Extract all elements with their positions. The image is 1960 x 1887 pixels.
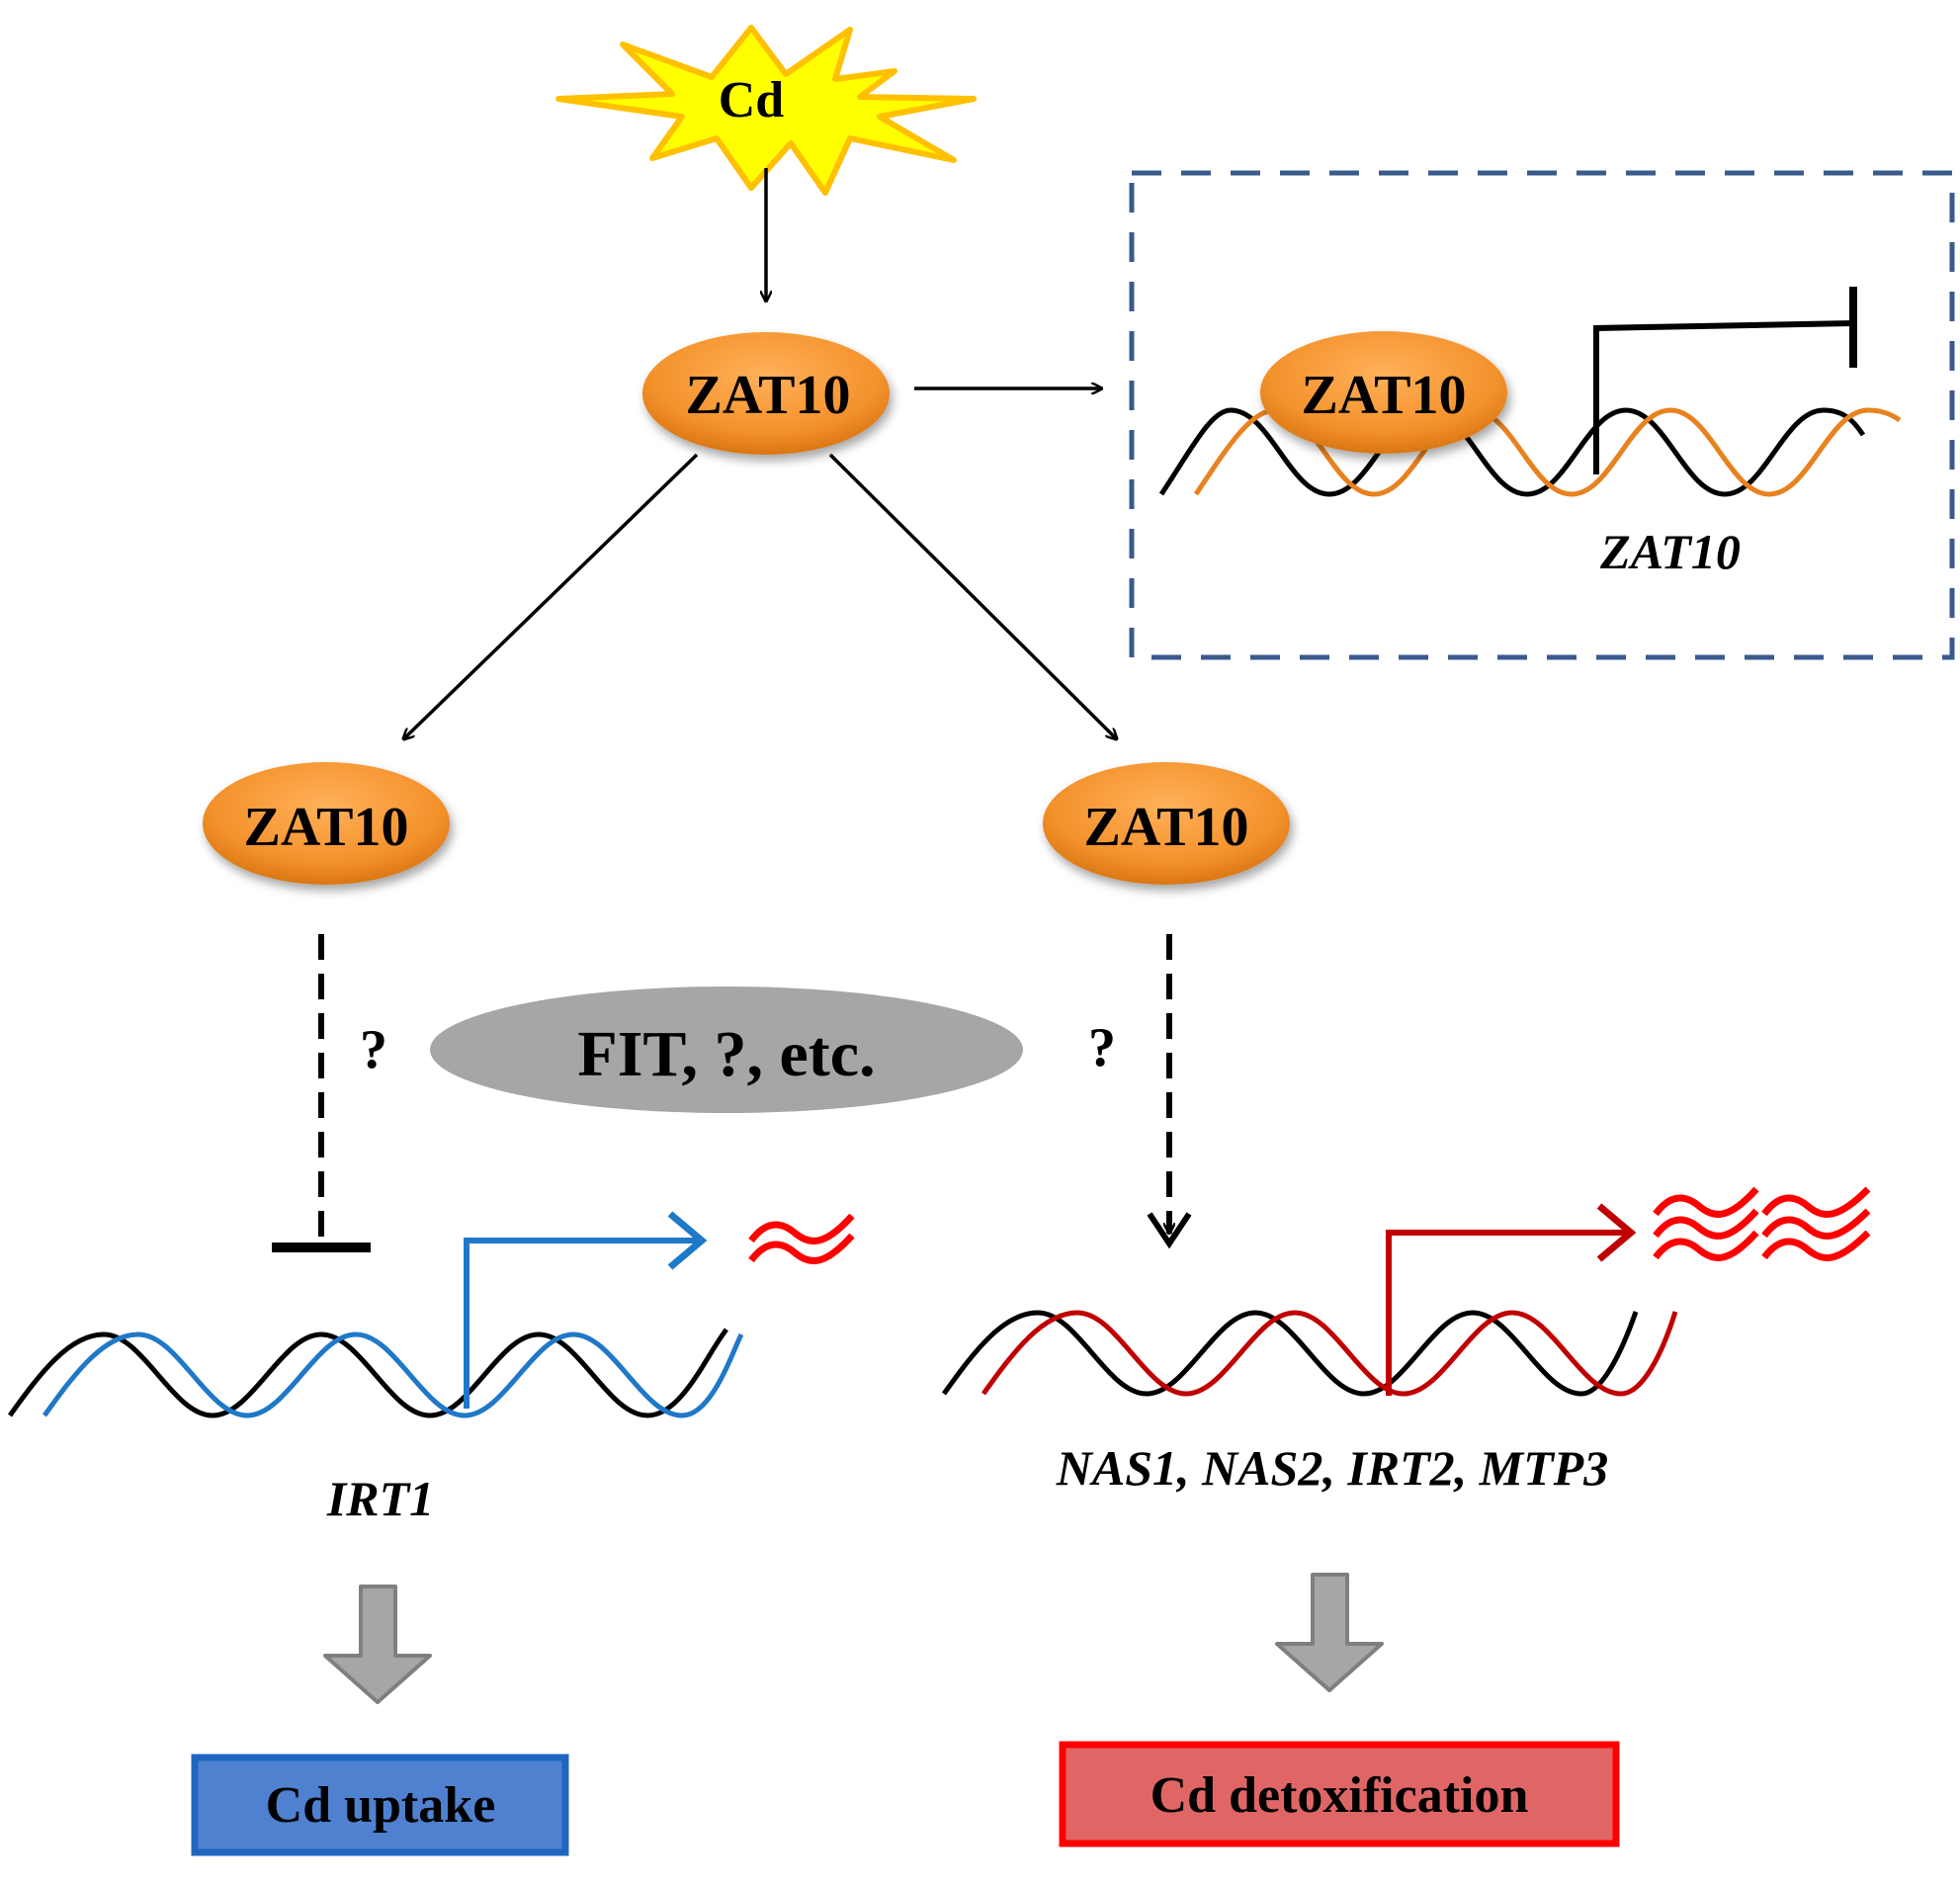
dna-strand-red-right [980,1310,1678,1397]
promoter-arrowhead-red [1596,1203,1637,1262]
zat10-right-label: ZAT10 [1084,797,1249,858]
zat10-gene-label: ZAT10 [1599,524,1741,579]
zat10-protein-right [1043,762,1290,885]
dashed-frame [1129,170,1955,660]
promoter-arrow-blue [464,1238,697,1409]
promoter-arrow-red [1386,1230,1626,1396]
cd-uptake-box: Cd uptake [191,1754,569,1856]
arrow-to-zat10-left [403,453,699,739]
cd-detox-box: Cd detoxification [1059,1741,1620,1847]
irt1-label: IRT1 [326,1471,434,1526]
zat10-protein-box [1260,331,1507,454]
cd-detox-label: Cd detoxification [1150,1767,1529,1824]
dna-strand-black-box [1158,407,1866,497]
zat10-protein-left [203,762,450,885]
cd-starburst: Cd [555,25,977,196]
fit-cofactor-ellipse [430,986,1023,1113]
question-left: ? [360,1019,387,1080]
activation-arrowhead-right [1147,1212,1192,1249]
zat10-box-label: ZAT10 [1302,365,1467,426]
detox-genes-dna: NAS1, NAS2, IRT2, MTP3 [941,1186,1871,1496]
cd-label: Cd [719,72,785,129]
cd-uptake-label: Cd uptake [266,1777,496,1834]
detox-genes-label: NAS1, NAS2, IRT2, MTP3 [1056,1440,1608,1496]
big-arrow-left [323,1585,432,1704]
autoregulation-box: ZAT10 ZAT10 [1129,170,1955,660]
question-right: ? [1088,1017,1116,1078]
zat10-protein-top [642,332,890,455]
transcript-wave-right-1 [1653,1186,1759,1261]
zat10-left-label: ZAT10 [244,797,409,858]
promoter-arrowhead-blue [667,1211,708,1270]
fit-label: FIT, ?, etc. [577,1018,875,1090]
big-arrow-right [1275,1573,1384,1692]
irt1-gene-dna: IRT1 [7,1211,855,1526]
dna-strand-black-left [7,1328,728,1418]
arrow-to-zat10-right [828,453,1117,739]
repression-bar-box [1593,320,1854,474]
dna-strand-blue-left [42,1331,744,1418]
transcript-wave-right-2 [1761,1186,1871,1261]
zat10-top-label: ZAT10 [686,365,851,426]
transcript-wave-left [748,1213,855,1264]
starburst-shape [555,25,977,196]
